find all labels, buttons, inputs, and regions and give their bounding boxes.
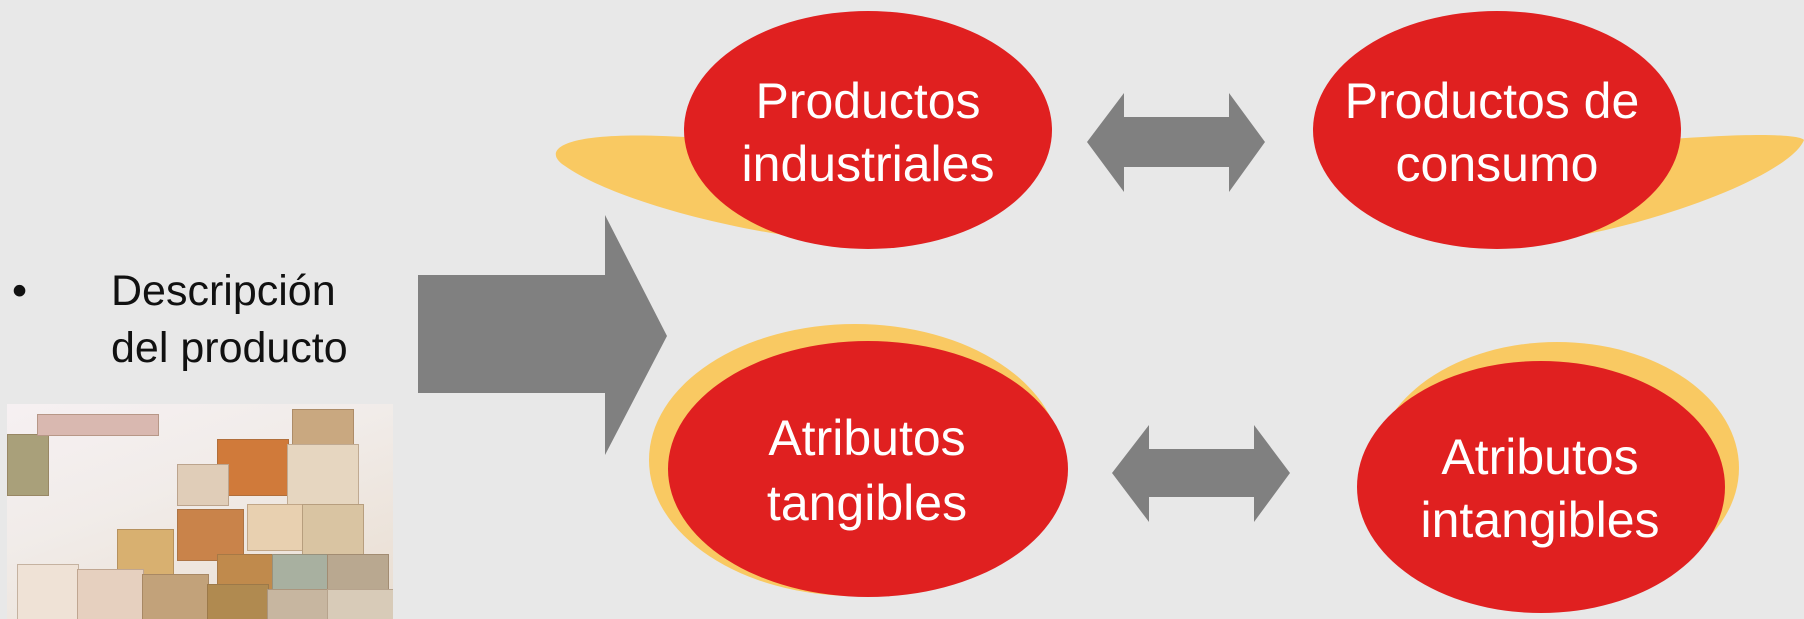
description-line-2: del producto: [111, 324, 348, 372]
product-boxes-photo: [7, 404, 393, 619]
ellipse-consumo: [1313, 11, 1681, 249]
node-intangibles-line-1: Atributos: [1441, 429, 1638, 485]
main-right-arrow: [418, 215, 667, 455]
node-industriales-line-1: Productos: [755, 73, 980, 129]
node-industriales-line-2: industriales: [742, 136, 995, 192]
description-line-1: Descripción: [111, 267, 336, 315]
node-tangibles-line-1: Atributos: [768, 410, 965, 466]
bullet-marker: •: [12, 267, 28, 315]
node-atributos-tangibles: Atributos tangibles: [649, 324, 1068, 597]
double-arrow-bottom: [1112, 425, 1290, 522]
ellipse-tangibles: [668, 341, 1068, 597]
node-productos-industriales: Productos industriales: [555, 11, 1052, 249]
node-tangibles-line-2: tangibles: [767, 475, 967, 531]
ellipse-industriales: [684, 11, 1052, 249]
node-consumo-line-1: Productos de: [1345, 73, 1640, 129]
node-consumo-line-2: consumo: [1396, 136, 1599, 192]
ellipse-intangibles: [1357, 361, 1725, 613]
double-arrow-top: [1087, 93, 1265, 192]
node-atributos-intangibles: Atributos intangibles: [1357, 342, 1739, 613]
node-intangibles-line-2: intangibles: [1420, 492, 1659, 548]
node-productos-de-consumo: Productos de consumo: [1313, 11, 1804, 249]
